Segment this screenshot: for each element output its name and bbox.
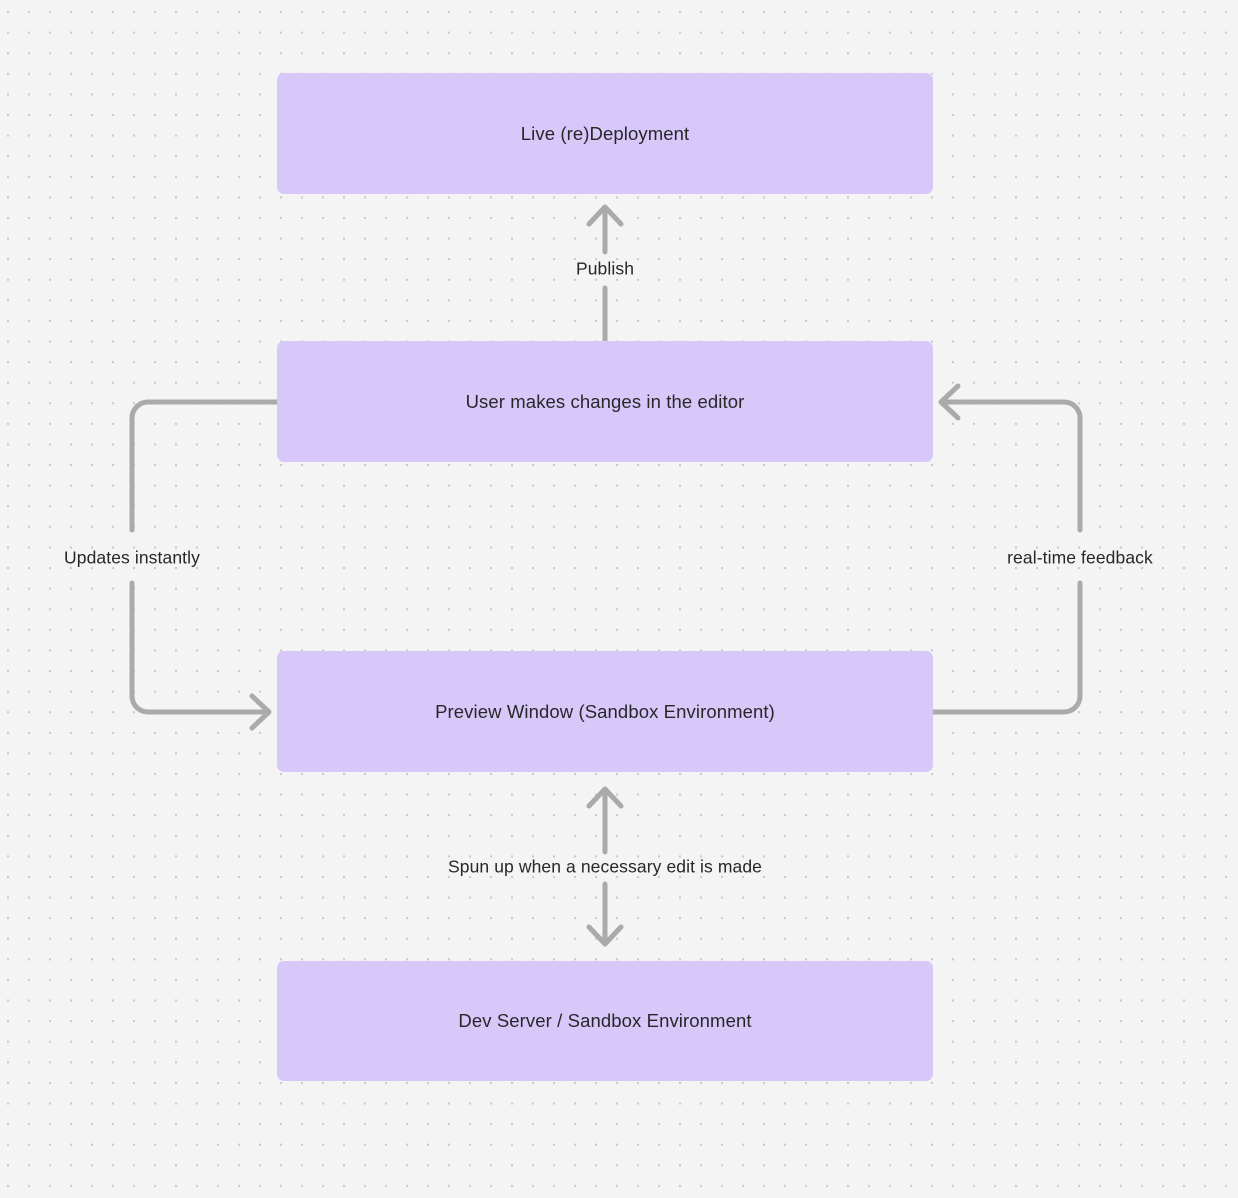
edge-updates-instantly-arrowhead: [249, 693, 272, 731]
edge-updates-instantly-lower-segment: [129, 580, 271, 715]
edge-spun-up-up-arrowhead: [586, 786, 624, 809]
edge-updates-instantly-upper-segment: [129, 399, 280, 533]
edge-real-time-feedback-arrowhead: [938, 383, 961, 421]
node-user-edits-label: User makes changes in the editor: [465, 390, 745, 412]
edge-publish-arrowhead: [586, 204, 624, 227]
edge-real-time-feedback-lower-segment: [930, 580, 1083, 715]
node-dev-server[interactable]: Dev Server / Sandbox Environment: [277, 961, 933, 1081]
edge-label-spun-up: Spun up when a necessary edit is made: [447, 856, 763, 877]
node-live-deployment-label: Live (re)Deployment: [520, 122, 690, 144]
node-preview-window[interactable]: Preview Window (Sandbox Environment): [277, 651, 933, 772]
edge-label-publish: Publish: [575, 258, 635, 279]
node-dev-server-label: Dev Server / Sandbox Environment: [458, 1010, 752, 1032]
node-user-edits[interactable]: User makes changes in the editor: [277, 341, 933, 462]
edge-label-real-time-feedback: real-time feedback: [1007, 547, 1153, 568]
edge-real-time-feedback-upper-segment: [939, 399, 1083, 533]
edge-label-updates-instantly: Updates instantly: [64, 547, 200, 568]
edge-spun-up-down-arrowhead: [586, 924, 624, 947]
node-live-deployment[interactable]: Live (re)Deployment: [277, 73, 933, 194]
node-preview-window-label: Preview Window (Sandbox Environment): [435, 700, 775, 722]
